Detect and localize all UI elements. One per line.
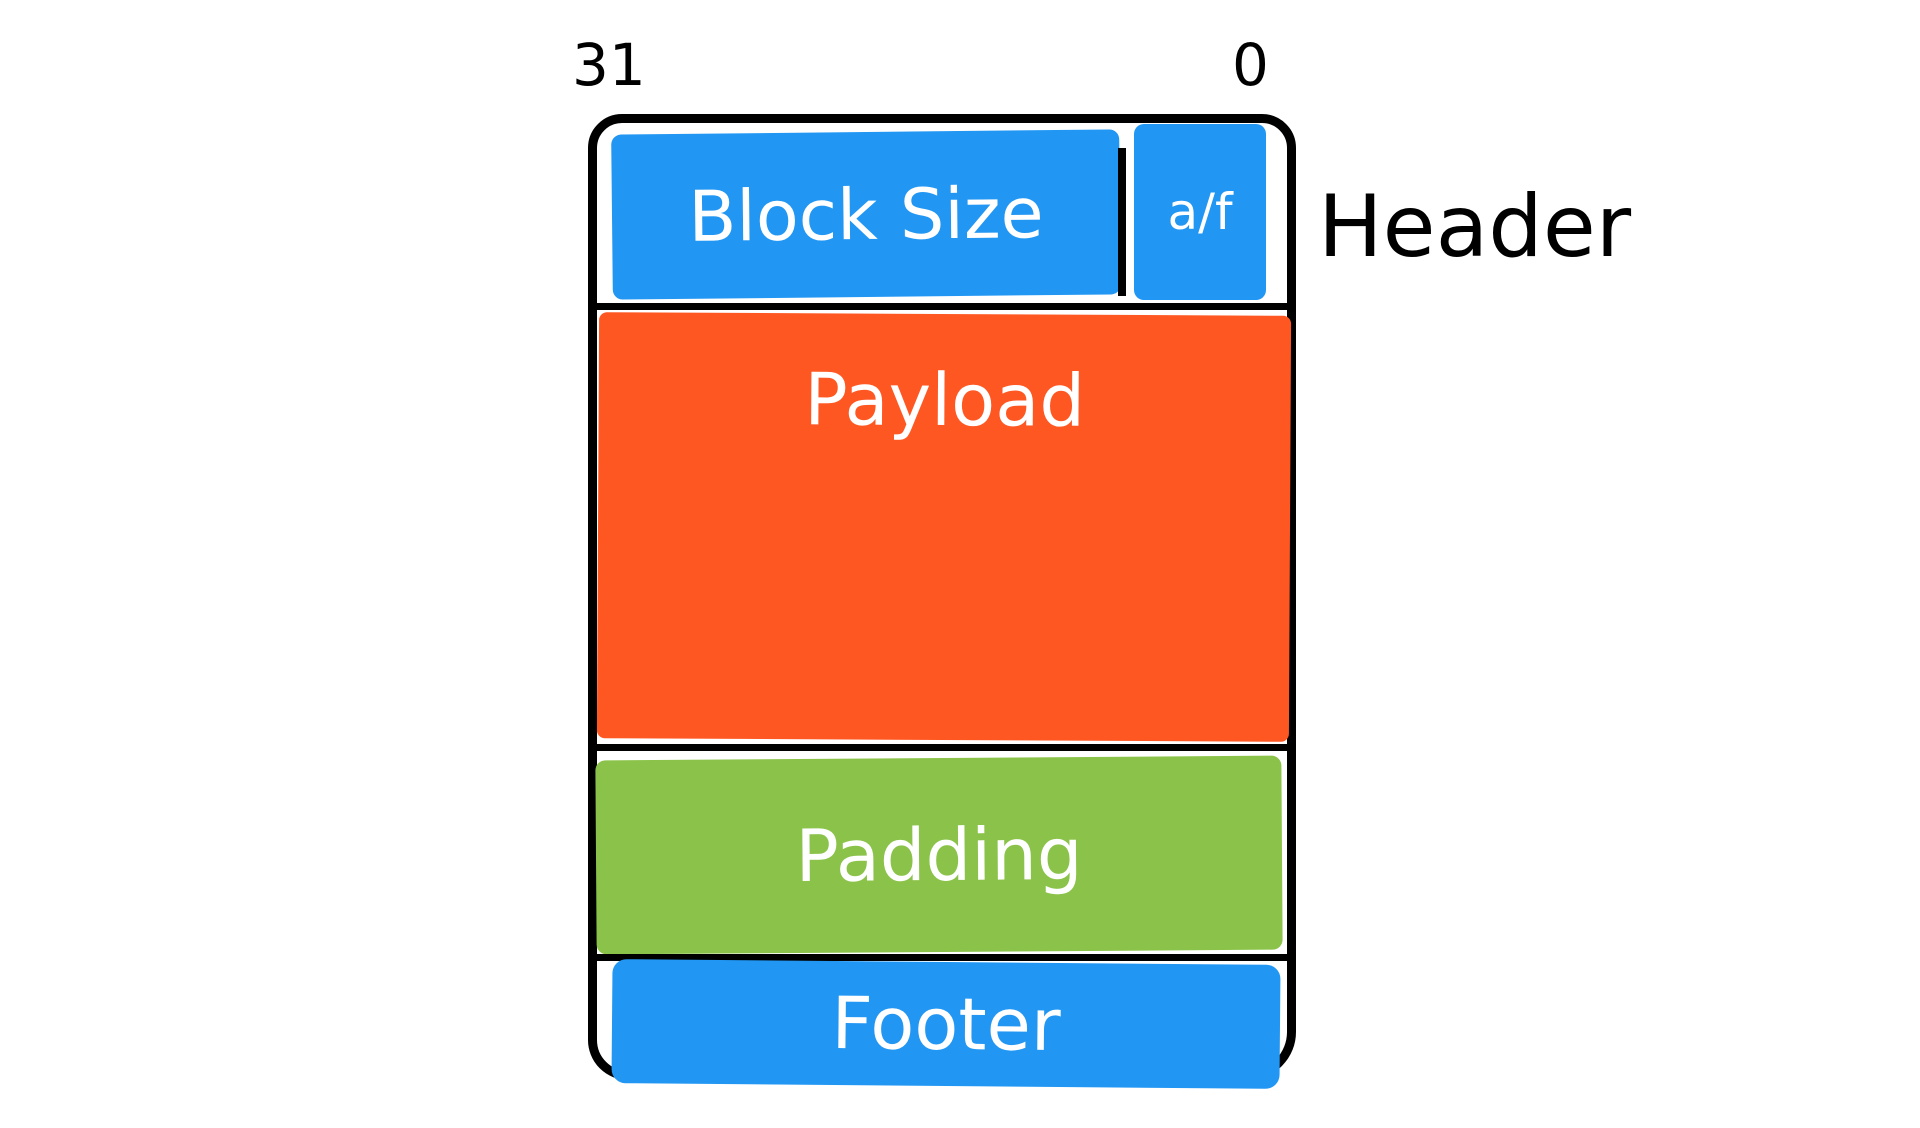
padding-field: Padding (595, 755, 1283, 955)
bit-31-label: 31 (572, 31, 646, 99)
footer-label: Footer (831, 981, 1061, 1067)
padding-label: Padding (795, 811, 1083, 899)
bit-0-label: 0 (1232, 31, 1269, 99)
block-size-field: Block Size (611, 129, 1121, 300)
footer-field: Footer (611, 959, 1281, 1089)
payload-padding-divider (596, 744, 1288, 751)
alloc-flag-label: a/f (1167, 183, 1233, 241)
block-size-label: Block Size (687, 171, 1045, 258)
alloc-flag-field: a/f (1134, 124, 1266, 300)
header-annotation: Header (1318, 177, 1632, 277)
payload-field: Payload (596, 312, 1292, 742)
header-payload-divider (596, 303, 1288, 310)
payload-label: Payload (804, 357, 1086, 443)
header-field-divider (1118, 148, 1126, 296)
padding-footer-divider (596, 954, 1288, 961)
